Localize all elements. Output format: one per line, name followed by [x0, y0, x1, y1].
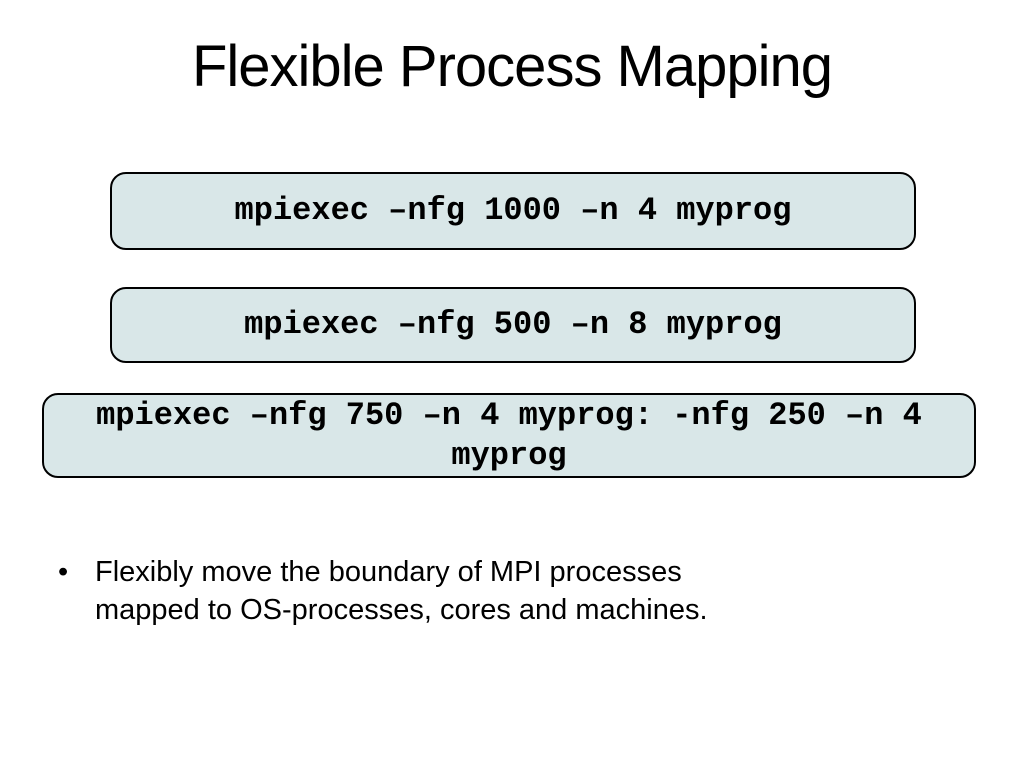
- bullet-item: • Flexibly move the boundary of MPI proc…: [58, 553, 755, 629]
- command-box-1: mpiexec –nfg 1000 –n 4 myprog: [110, 172, 916, 250]
- slide-title: Flexible Process Mapping: [191, 34, 833, 99]
- bullet-icon: •: [58, 556, 69, 588]
- bullet-text: Flexibly move the boundary of MPI proces…: [95, 556, 708, 626]
- command-box-2-text: mpiexec –nfg 500 –n 8 myprog: [244, 306, 782, 343]
- command-box-3-text: mpiexec –nfg 750 –n 4 myprog: -nfg 250 –…: [96, 396, 922, 474]
- command-box-2: mpiexec –nfg 500 –n 8 myprog: [110, 287, 916, 363]
- command-box-3: mpiexec –nfg 750 –n 4 myprog: -nfg 250 –…: [42, 393, 976, 478]
- command-box-1-text: mpiexec –nfg 1000 –n 4 myprog: [234, 192, 792, 229]
